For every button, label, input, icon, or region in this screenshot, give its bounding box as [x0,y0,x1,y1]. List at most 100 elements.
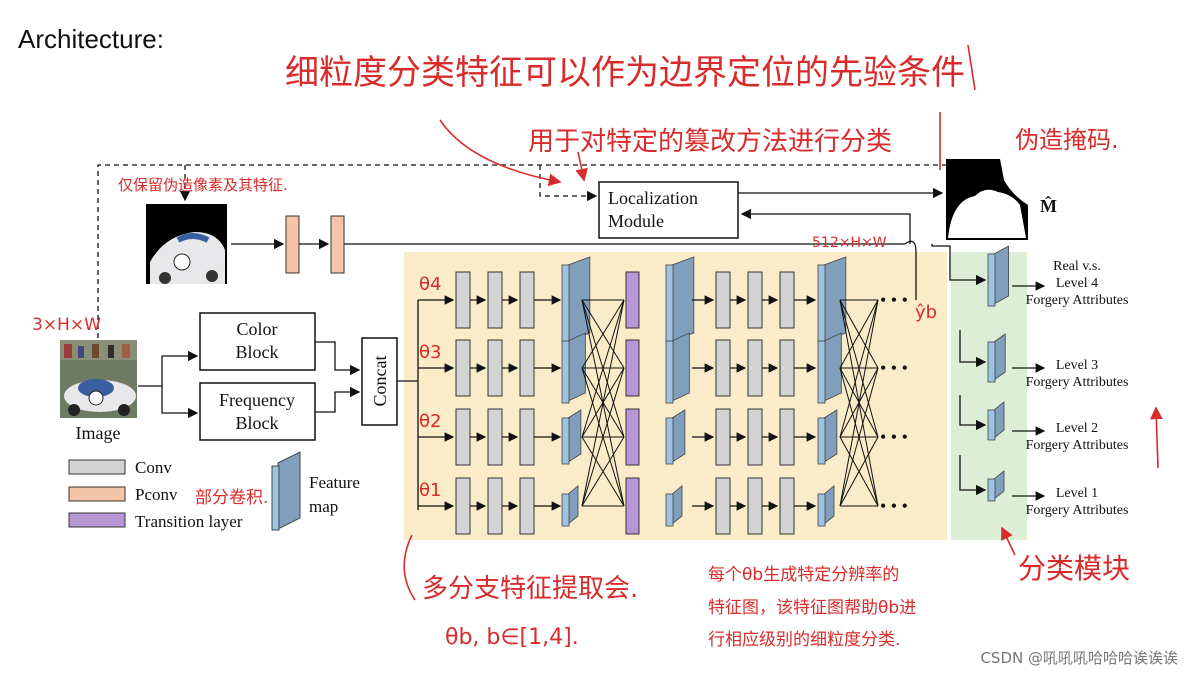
conv-block [455,271,471,329]
svg-text:部分卷积.: 部分卷积. [195,488,268,508]
ellipsis: • • • [880,290,908,310]
conv-block [487,408,503,466]
output-attributes: Forgery Attributes [1026,375,1129,390]
transition-block [625,408,640,466]
branch-label: θ2 [419,411,441,432]
ellipsis: • • • [880,358,908,378]
ellipsis: • • • [880,427,908,447]
ellipsis: • • • [880,496,908,516]
feature-map [665,332,690,404]
conv-block [715,339,731,397]
conv-block [715,408,731,466]
input-image [60,340,137,418]
output-level: Level 1 [1056,486,1098,501]
feature-map [665,256,695,344]
transition-block [625,271,640,329]
svg-text:Block: Block [236,342,279,362]
svg-text:伪造掩码.: 伪造掩码. [1015,126,1119,154]
slide-title: Architecture: [18,24,164,54]
svg-text:Module: Module [608,211,664,231]
svg-text:用于对特定的篡改方法进行分类: 用于对特定的篡改方法进行分类 [528,127,892,157]
output-label: Real v.s. [1053,259,1101,274]
conv-block [519,271,535,329]
input-label: Image [76,423,121,443]
conv-block [487,339,503,397]
conv-block [455,408,471,466]
svg-text:map: map [309,497,338,516]
forgery-mask [946,159,1028,240]
feature-map [665,409,686,465]
conv-block [487,271,503,329]
conv-block [747,408,763,466]
conv-block [455,339,471,397]
conv-block [779,271,795,329]
conv-block [519,477,535,535]
feature-map [817,332,842,404]
concat-block [361,337,398,426]
svg-text:每个θb生成特定分辨率的: 每个θb生成特定分辨率的 [708,565,899,585]
feature-map [987,333,1006,383]
svg-text:分类模块: 分类模块 [1018,552,1130,585]
svg-text:θb, b∈[1,4].: θb, b∈[1,4]. [445,625,579,650]
localization-module [598,181,739,239]
output-level: Level 4 [1056,276,1098,291]
conv-block [779,477,795,535]
svg-text:Feature: Feature [309,473,360,492]
output-level: Level 3 [1056,358,1098,373]
feature-map [817,409,838,465]
conv-block [747,477,763,535]
annotations: 细粒度分类特征可以作为边界定位的先验条件 用于对特定的篡改方法进行分类 伪造掩码… [32,53,1130,650]
feature-map [561,332,586,404]
output-attributes: Forgery Attributes [1026,503,1129,518]
svg-text:行相应级别的细粒度分类.: 行相应级别的细粒度分类. [708,630,900,650]
output-attributes: Forgery Attributes [1026,438,1129,453]
conv-block [747,339,763,397]
color-block [199,312,316,371]
feature-map [987,470,1005,502]
mask-label: M̂ [1040,196,1057,216]
svg-text:仅保留伪造像素及其特征.: 仅保留伪造像素及其特征. [118,176,288,194]
branch-label: θ3 [419,342,441,363]
svg-text:Localization: Localization [608,188,698,208]
conv-block [779,339,795,397]
masked-image [146,204,227,284]
cross-connections [581,299,879,507]
feature-map [561,409,582,465]
legend: Conv Pconv Transition layer Feature map [68,451,360,531]
pconv-block [330,215,345,274]
y-hat-label: ŷb [915,302,937,323]
transition-block [625,339,640,397]
svg-text:细粒度分类特征可以作为边界定位的先验条件: 细粒度分类特征可以作为边界定位的先验条件 [285,53,965,93]
svg-text:Color: Color [236,319,277,339]
svg-text:512×H×W: 512×H×W [812,235,887,251]
conv-block [455,477,471,535]
conv-block [715,477,731,535]
feature-map [987,245,1009,307]
transition-block [625,477,640,535]
svg-text:Concat: Concat [370,356,390,407]
feature-map [561,485,579,527]
branch-label: θ1 [419,480,441,501]
conv-block [715,271,731,329]
svg-text:多分支特征提取会.: 多分支特征提取会. [422,574,638,604]
svg-text:3×H×W: 3×H×W [32,315,101,335]
watermark: CSDN @吼吼吼哈哈哈诶诶诶 [980,649,1178,667]
svg-text:Pconv: Pconv [135,485,178,504]
pconv-block [285,215,300,274]
conv-block [519,339,535,397]
svg-text:特征图，该特征图帮助θb进: 特征图，该特征图帮助θb进 [708,598,916,618]
annotation-arrows [403,44,1163,601]
frequency-block [199,382,316,441]
conv-block [519,408,535,466]
svg-text:Conv: Conv [135,458,172,477]
conv-block [747,271,763,329]
feature-map [665,485,683,527]
svg-text:Frequency: Frequency [219,390,295,410]
conv-block [779,408,795,466]
svg-text:Block: Block [236,413,279,433]
conv-block [487,477,503,535]
branch-label: θ4 [419,274,441,295]
svg-text:Transition layer: Transition layer [135,512,243,531]
